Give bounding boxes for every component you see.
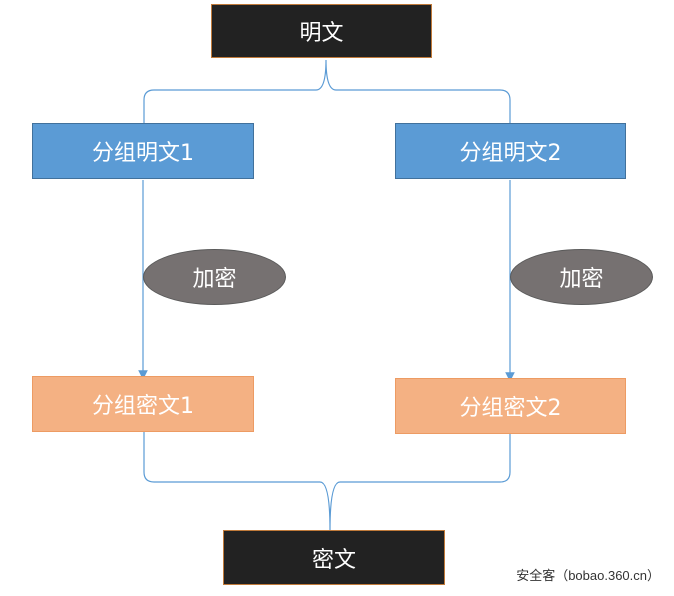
cipher-block-2: 分组密文2 [395, 378, 626, 434]
plain-block-1: 分组明文1 [32, 123, 254, 179]
ciphertext-label: 密文 [311, 547, 356, 573]
plaintext-box: 明文 [211, 4, 432, 58]
plain-block-2: 分组明文2 [395, 123, 626, 179]
cipher-block-1-label: 分组密文1 [92, 394, 194, 419]
encrypt-label-1: 加密 [192, 267, 237, 292]
merge-brace [143, 432, 511, 531]
split-brace [143, 59, 511, 123]
cipher-block-1: 分组密文1 [32, 376, 254, 432]
watermark: 安全客（bobao.360.cn） [516, 568, 660, 583]
encrypt-label-2: 加密 [559, 267, 604, 292]
plaintext-label: 明文 [299, 21, 344, 46]
plain-block-1-label: 分组明文1 [92, 141, 194, 166]
encrypt-ellipse-2: 加密 [510, 249, 653, 305]
cipher-block-2-label: 分组密文2 [459, 396, 562, 421]
plain-block-2-label: 分组明文2 [459, 141, 562, 166]
encrypt-ellipse-1: 加密 [143, 249, 286, 305]
ciphertext-box: 密文 [223, 530, 445, 585]
